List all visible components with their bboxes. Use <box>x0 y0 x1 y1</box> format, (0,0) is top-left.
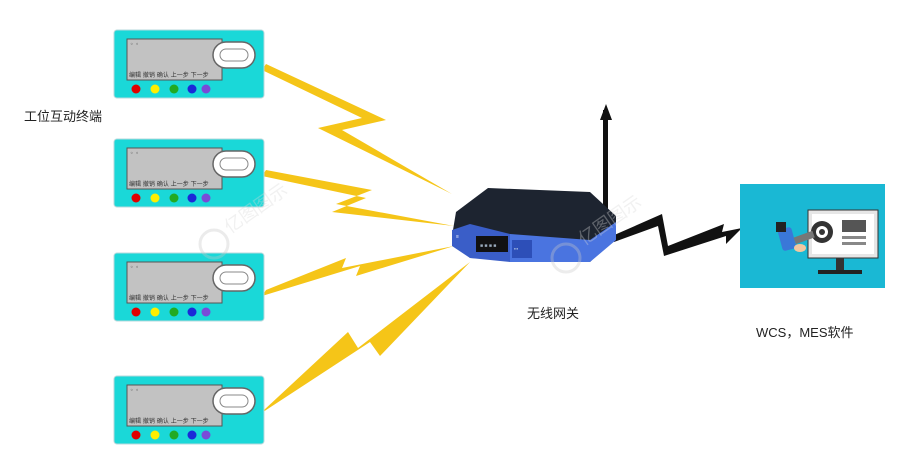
terminal-device-1 <box>113 29 265 99</box>
wired-link <box>612 214 742 256</box>
software-label: WCS，MES软件 <box>756 325 854 340</box>
wireless-link-4 <box>260 262 470 414</box>
svg-text:▪▪▪: ▪▪▪ <box>514 246 519 251</box>
wireless-link-2 <box>262 170 454 226</box>
gateway-label: 无线网关 <box>527 306 580 321</box>
terminal-device-2 <box>113 138 265 208</box>
terminal-label: 工位互动终端 <box>24 109 103 124</box>
svg-text:≡: ≡ <box>456 234 459 240</box>
computer-monitor-icon <box>740 184 885 288</box>
svg-text:■ ■ ■ ■: ■ ■ ■ ■ <box>480 243 496 249</box>
wireless-link-1 <box>262 64 452 194</box>
terminal-device-3 <box>113 252 265 322</box>
router-icon: ■ ■ ■ ■ ▪▪▪ ≡ <box>452 104 616 262</box>
wireless-link-3 <box>262 246 454 296</box>
terminal-device-4 <box>113 375 265 445</box>
